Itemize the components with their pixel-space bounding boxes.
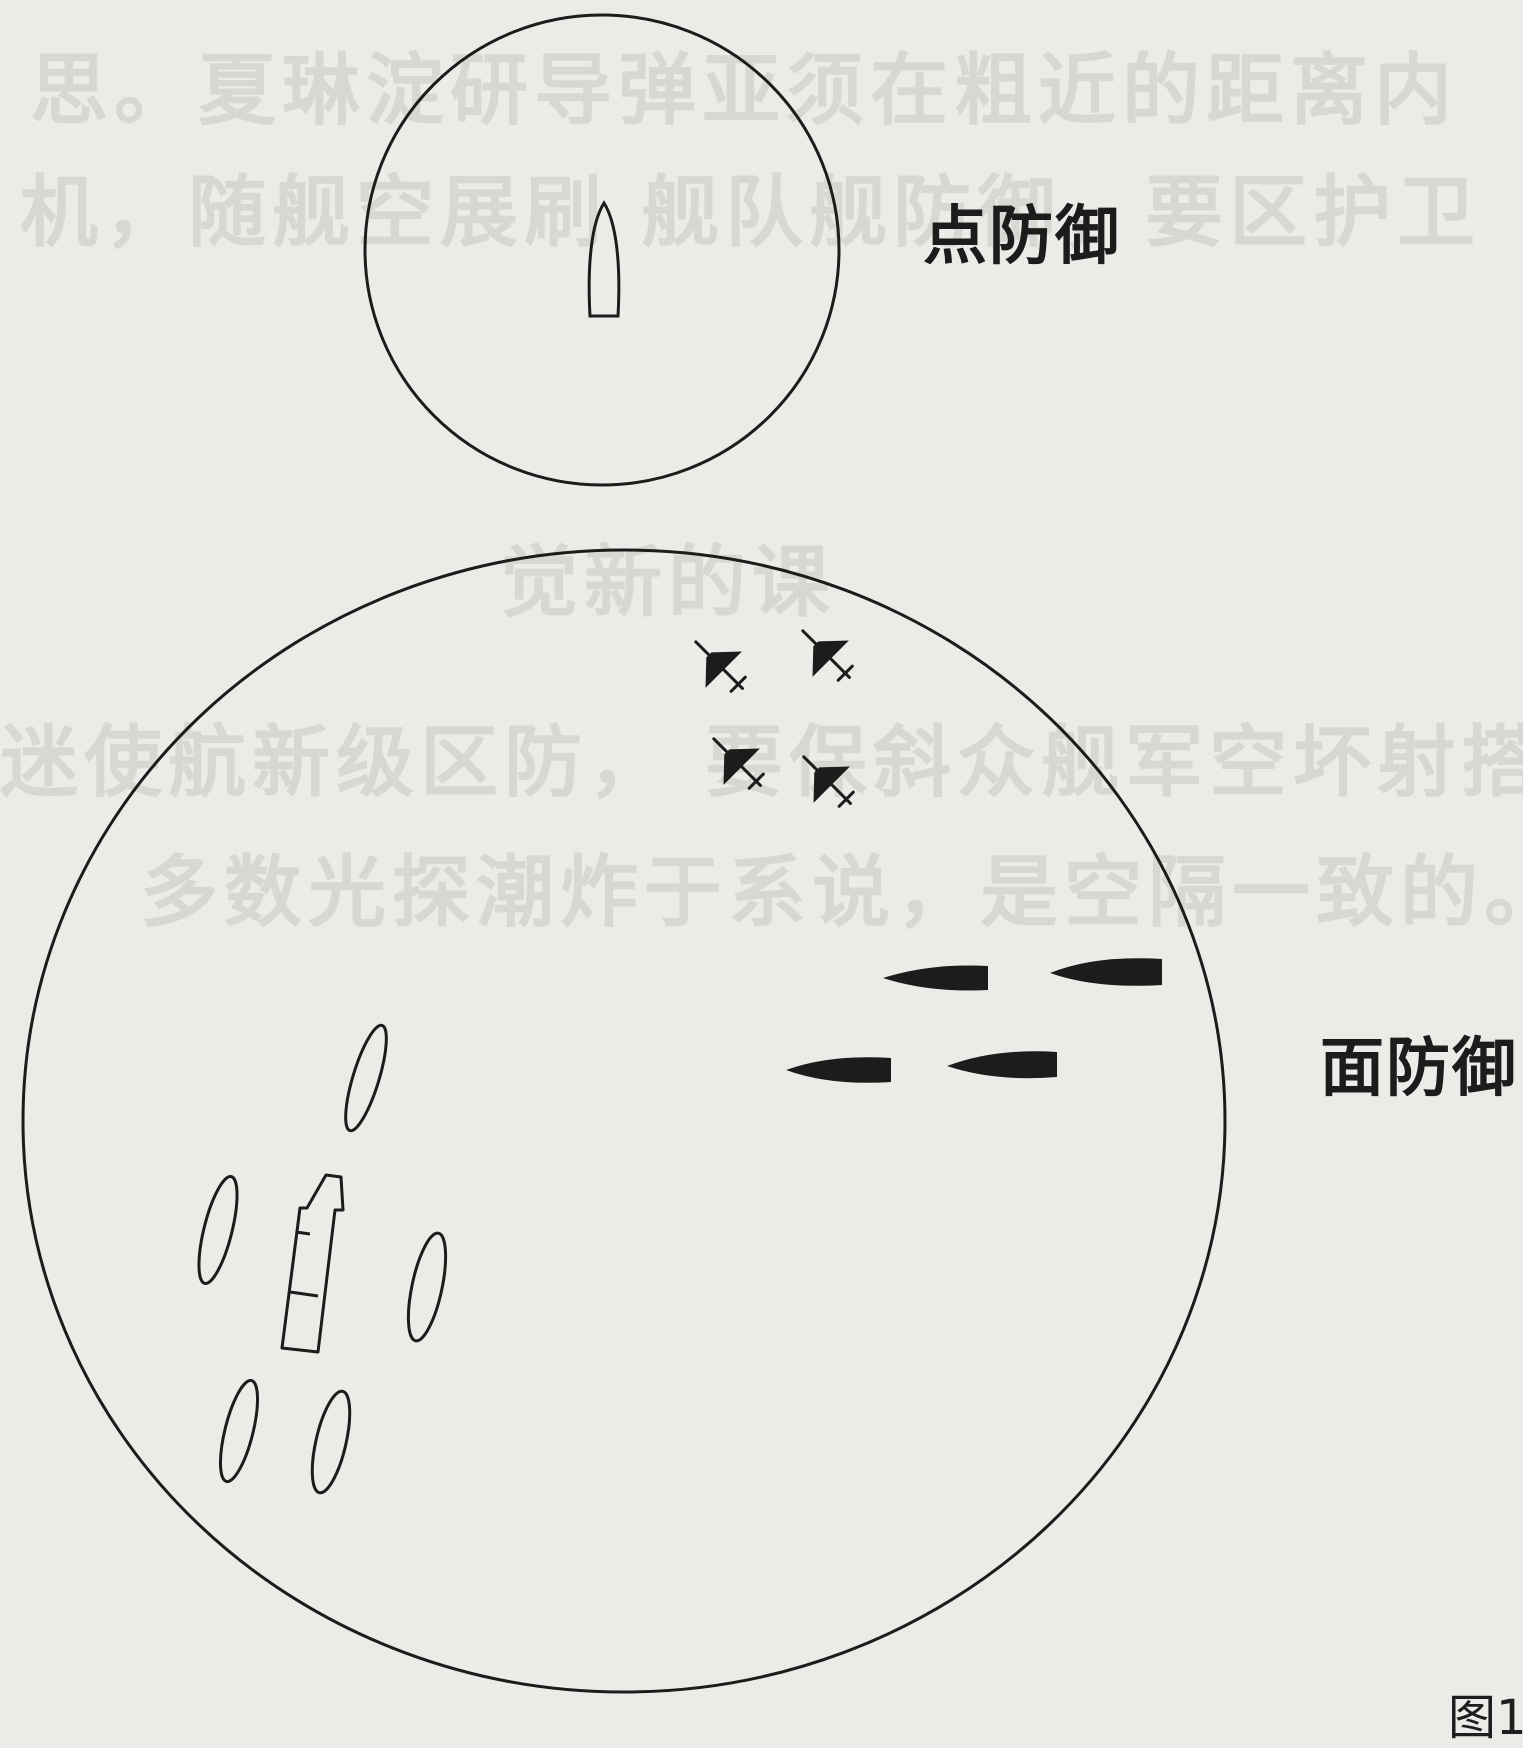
submarine-icon <box>1050 958 1162 986</box>
surface-ship-icon <box>197 1175 239 1285</box>
point-defense-circle <box>363 13 841 487</box>
point-defense-label: 点防御 <box>923 200 1121 274</box>
surface-ship-icon <box>310 1389 352 1495</box>
area-defense-group <box>21 548 1227 1694</box>
aircraft-icon <box>712 737 765 790</box>
surface-ship-icon <box>218 1378 260 1484</box>
submarine-icon <box>786 1057 891 1083</box>
bleed-through-line-2: 机，随舰空展刷 舰队舰防御，要区护卫 <box>20 168 1482 258</box>
point-defense-ship-icon <box>587 200 621 318</box>
area-defense-circle <box>21 548 1227 1694</box>
aircraft-icon <box>801 629 854 682</box>
surface-ship-icon <box>344 1023 388 1133</box>
surface-ship-group <box>197 1023 448 1495</box>
aircraft-carrier-icon <box>280 1173 345 1354</box>
surface-ship-icon <box>406 1231 448 1343</box>
point-defense-group <box>363 13 841 487</box>
aircraft-icon <box>694 640 747 693</box>
submarine-icon <box>883 965 988 991</box>
area-defense-label: 面防御 <box>1320 1032 1518 1106</box>
aircraft-icon <box>802 755 855 808</box>
submarine-icon <box>947 1051 1057 1079</box>
bleed-through-line-4: 迷使航新级区防， 要保斜众舰军空坏射搭 <box>0 718 1523 808</box>
bleed-through-line-5: 多数光探潮炸于系说，是空隔一致的。 <box>140 848 1523 938</box>
figure-reference: 图1 <box>1448 1690 1523 1746</box>
submarine-group <box>786 958 1162 1083</box>
aircraft-formation <box>694 629 855 808</box>
